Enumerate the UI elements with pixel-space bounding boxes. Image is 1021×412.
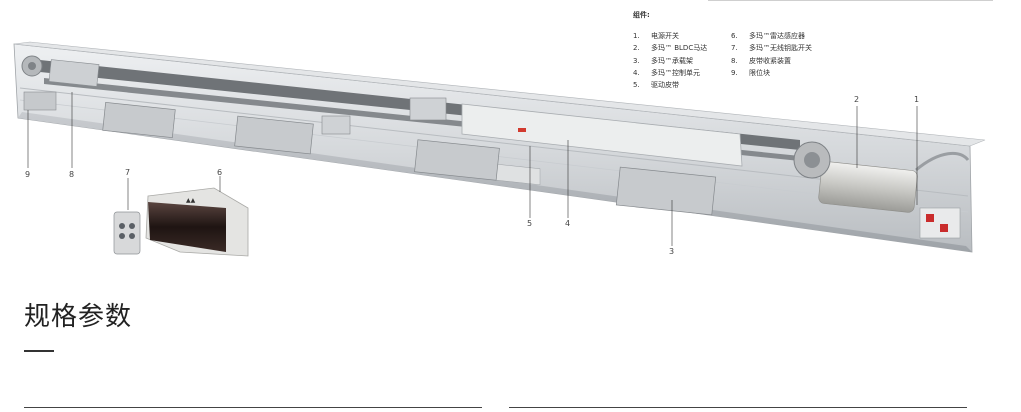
svg-text:▲▲: ▲▲ xyxy=(186,197,196,204)
callout-9: 9 xyxy=(25,170,31,179)
callout-2: 2 xyxy=(854,95,860,104)
carriage xyxy=(102,97,717,216)
end-stop xyxy=(23,91,57,111)
bottom-rule-left xyxy=(24,407,482,408)
title-underline xyxy=(24,350,54,352)
legend-item: 2.多玛™ BLDC马达 xyxy=(633,44,708,53)
legend-item: 9.限位块 xyxy=(731,68,770,77)
legend-item: 7.多玛™无线钥匙开关 xyxy=(731,44,812,53)
legend-item: 4.多玛™控制单元 xyxy=(633,68,700,77)
callout-8: 8 xyxy=(69,170,75,179)
power-switch xyxy=(919,207,961,239)
callout-3: 3 xyxy=(669,247,675,256)
legend-item: 1.电源开关 xyxy=(633,32,679,40)
callout-4: 4 xyxy=(565,219,571,228)
legend-item: 3.多玛™承载架 xyxy=(633,56,693,65)
callout-lines xyxy=(27,92,918,246)
wireless-key-switch xyxy=(113,211,141,255)
radar-sensor: ▲▲ xyxy=(145,187,249,257)
legend-left-column: 1.电源开关 2.多玛™ BLDC马达 3.多玛™承载架 4.多玛™控制单元 5… xyxy=(633,30,731,91)
section-title: 规格参数 xyxy=(24,302,133,332)
belt-tensioner xyxy=(21,55,100,87)
bottom-rule-right xyxy=(509,407,967,408)
callout-6: 6 xyxy=(217,168,223,177)
bldc-motor xyxy=(793,141,970,213)
legend-item: 6.多玛™雷达感应器 xyxy=(731,32,805,40)
legend-right-column: 6.多玛™雷达感应器 7.多玛™无线钥匙开关 8.皮带收紧装置 9.限位块 xyxy=(731,30,829,91)
top-rule xyxy=(708,0,993,1)
callout-1: 1 xyxy=(914,95,920,104)
legend-title: 组件: xyxy=(633,11,650,19)
legend-item: 8.皮带收紧装置 xyxy=(731,56,791,65)
callout-7: 7 xyxy=(125,168,131,177)
callout-5: 5 xyxy=(527,219,533,228)
legend-item: 5.驱动皮带 xyxy=(633,81,679,90)
sliding-door-operator-illustration: ▲▲ xyxy=(13,41,986,257)
parts-legend: 组件: 1.电源开关 2.多玛™ BLDC马达 3.多玛™承载架 4.多玛™控制… xyxy=(633,10,873,91)
